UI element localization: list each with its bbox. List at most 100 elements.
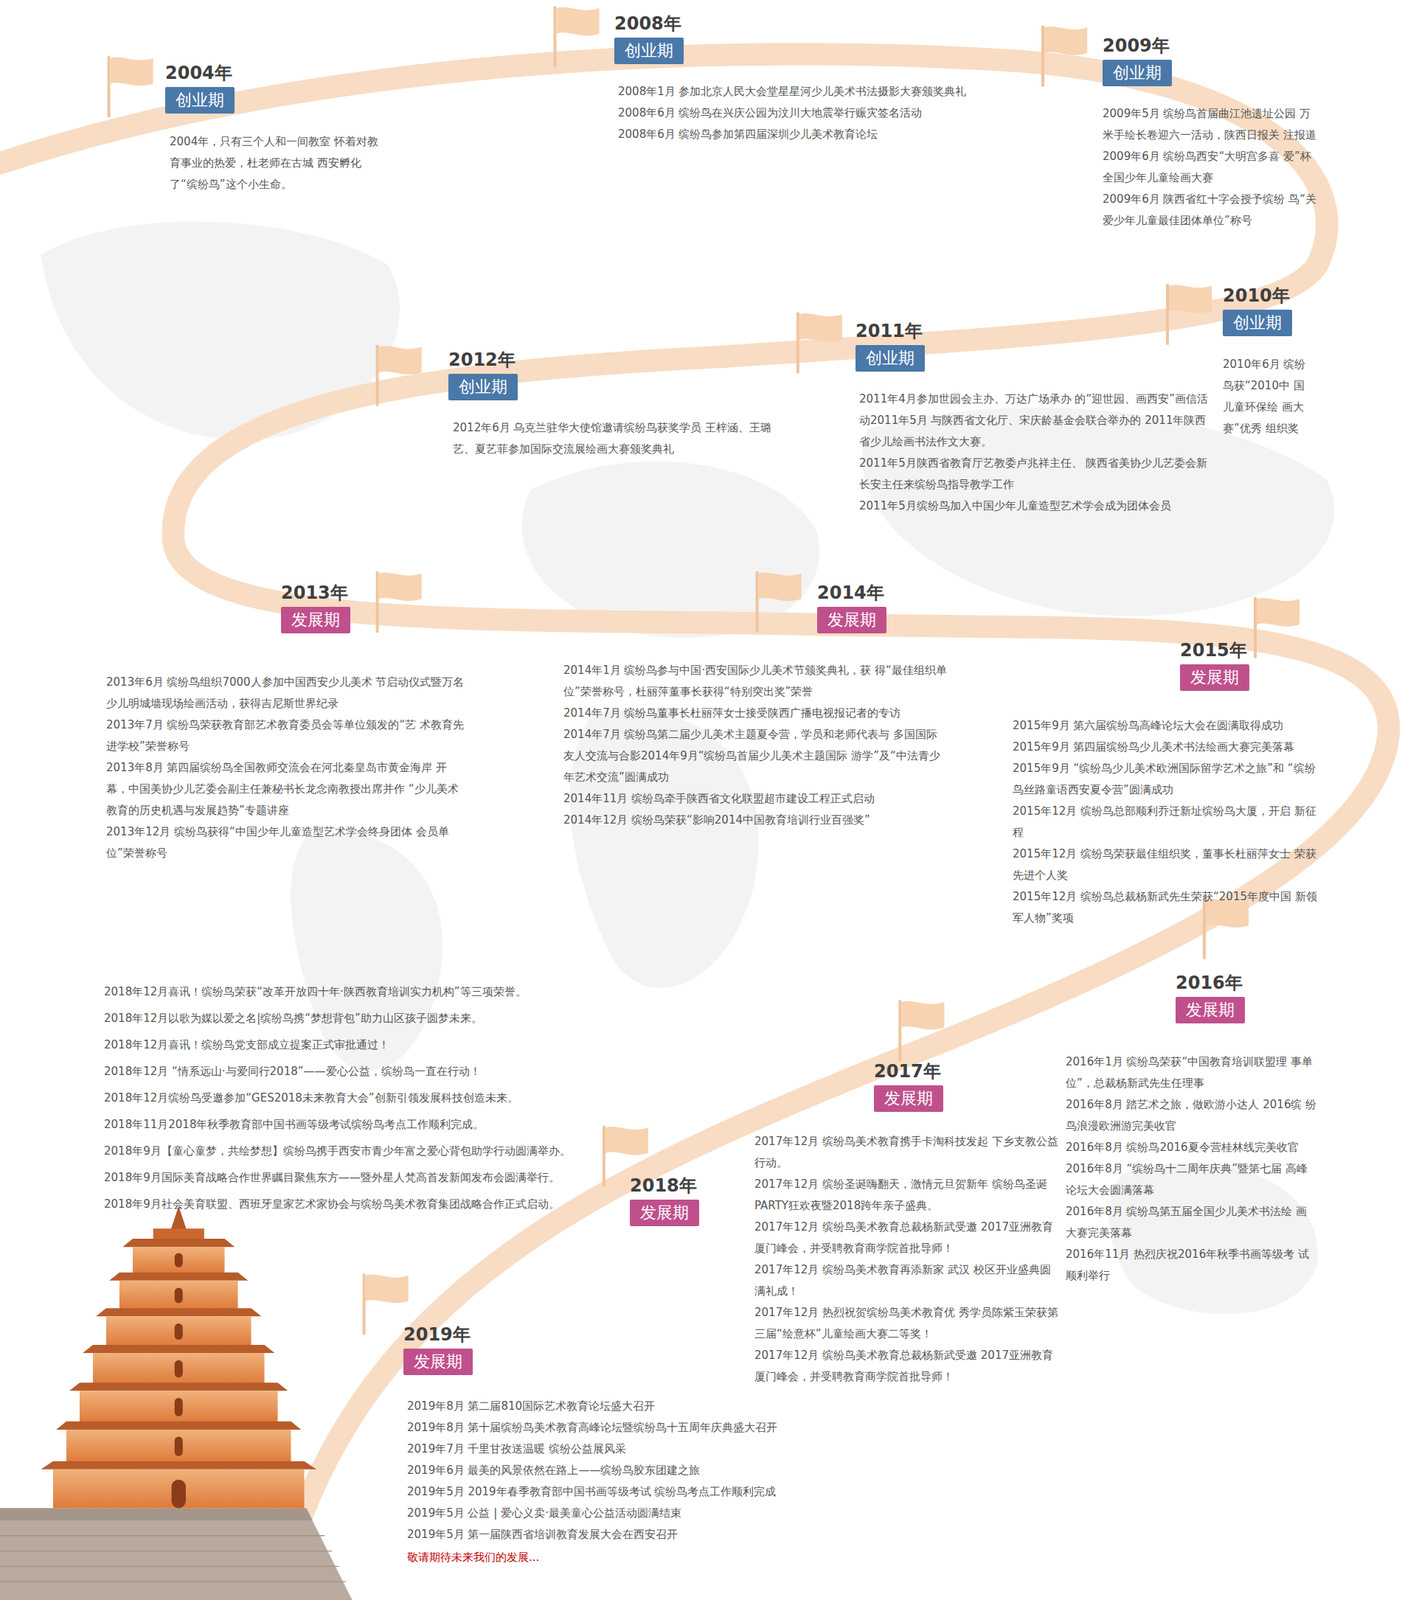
event-text: 2019年8月 第二届810国际艺术教育论坛盛大召开 [407,1396,835,1418]
phase-badge: 发展期 [629,1199,700,1227]
year-heading: 2009年 [1102,34,1172,57]
milestone-heading: 2008年创业期 [614,12,684,65]
phase-badge: 创业期 [614,37,684,65]
event-list: 2018年12月喜讯！缤纷鸟荣获“改革开放四十年·陕西教育培训实力机构”等三项荣… [103,978,621,1218]
event-list: 2004年，只有三个人和一间教室 怀着对教育事业的热爱，杜老师在古城 西安孵化了… [169,131,385,196]
year-heading: 2008年 [614,12,684,35]
milestone-heading: 2018年发展期 [629,1174,700,1227]
event-text: 2017年12月 缤纷鸟美术教育总裁杨新武受邀 2017亚洲教育厦门峰会，并受聘… [754,1345,1062,1388]
milestone-heading: 2009年创业期 [1102,34,1172,87]
milestone-heading: 2017年发展期 [873,1060,944,1113]
milestone-node: 2017年发展期 2017年12月 缤纷鸟美术教育携手卡淘科技发起 下乡支教公益行… [754,1060,1062,1388]
event-text: 2015年12月 缤纷鸟总部顺利乔迁新址缤纷鸟大厦，开启 新征程 [1012,800,1321,844]
year-heading: 2004年 [165,61,235,85]
event-text: 2014年11月 缤纷鸟牵手陕西省文化联盟超市建设工程正式启动 [563,788,947,810]
milestone-heading: 2012年创业期 [448,348,518,401]
milestone-node: 2008年创业期 2008年1月 参加北京人民大会堂星星河少儿美术书法摄影大赛颁奖… [614,12,1039,146]
phase-badge: 发展期 [817,606,887,634]
event-list: 2013年6月 缤纷鸟组织7000人参加中国西安少儿美术 节启动仪式暨万名少儿明… [106,671,468,865]
event-text: 2017年12月 缤纷鸟美术教育总裁杨新武受邀 2017亚洲教育厦门峰会，并受聘… [754,1216,1062,1260]
event-text: 2019年5月 2019年春季教育部中国书画等级考试 缤纷鸟考点工作顺利完成 [407,1481,835,1504]
event-text: 2017年12月 热烈祝贺缤纷鸟美术教育优 秀学员陈紫玉荣获第三届“绘意杯”儿童… [754,1302,1062,1346]
event-text: 2014年12月 缤纷鸟荣获“影响2014中国教育培训行业百强奖” [563,809,947,832]
year-heading: 2017年 [873,1060,944,1083]
event-list: 2011年4月参加世园会主办、万达广场承办 的“迎世园、画西安”画信活动2011… [859,388,1214,517]
milestone-node: 2019年发展期 2019年8月 第二届810国际艺术教育论坛盛大召开2019年8… [403,1323,835,1546]
event-text: 2009年5月 缤纷鸟首届曲江池遗址公园 万米手绘长卷迎六一活动，陕西日报关 注… [1102,103,1320,147]
event-text: 2014年7月 缤纷鸟董事长杜丽萍女士接受陕西广播电视报记者的专访 [563,702,947,725]
event-list: 2009年5月 缤纷鸟首届曲江池遗址公园 万米手绘长卷迎六一活动，陕西日报关 注… [1102,103,1320,232]
event-text: 2014年7月 缤纷鸟第二届少儿美术主题夏令营，学员和老师代表与 多国国际友人交… [563,724,947,789]
event-text: 2016年8月 “缤纷鸟十二周年庆典”暨第七届 高峰论坛大会圆满落幕 [1065,1158,1318,1202]
event-text: 2019年5月 第一届陕西省培训教育发展大会在西安召开 [407,1524,835,1546]
event-list: 2012年6月 乌克兰驻华大使馆邀请缤纷鸟获奖学员 王梓涵、王璐艺、夏艺菲参加国… [452,417,785,461]
event-text: 2013年8月 第四届缤纷鸟全国教师交流会在河北秦皇岛市黄金海岸 开幕，中国美协… [106,757,468,822]
event-text: 2018年12月 “情系远山·与爱同行2018”——爱心公益，缤纷鸟一直在行动！ [103,1058,621,1085]
milestone-heading: 2016年发展期 [1175,972,1245,1024]
event-text: 2019年5月 公益 | 爱心义卖·最美童心公益活动圆满结束 [407,1503,835,1525]
milestone-node: 2011年创业期 2011年4月参加世园会主办、万达广场承办 的“迎世园、画西安”… [855,320,1214,517]
event-text: 2015年9月 “缤纷鸟少儿美术欧洲国际留学艺术之旅”和 “缤纷鸟丝路童语西安夏… [1012,758,1321,801]
phase-badge: 创业期 [1102,59,1172,87]
event-text: 2013年7月 缤纷鸟荣获教育部艺术教育委员会等单位颁发的“艺 术教育先进学校”… [106,714,468,758]
event-text: 2008年6月 缤纷鸟在兴庆公园为汶川大地震举行赈灾签名活动 [618,102,1039,124]
milestone-node: 2014年发展期 2014年1月 缤纷鸟参与中国·西安国际少儿美术节颁奖典礼，获 … [563,581,947,832]
phase-badge: 创业期 [165,87,235,114]
event-text: 2011年5月缤纷鸟加入中国少年儿童造型艺术学会成为团体会员 [859,495,1214,517]
milestone-heading: 2013年发展期 [280,581,351,634]
year-heading: 2014年 [817,581,887,605]
phase-badge: 发展期 [280,606,351,634]
milestone-heading: 2019年发展期 [403,1323,473,1376]
event-list: 2010年6月 缤纷 鸟获“2010中 国儿童环保绘 画大赛”优秀 组织奖 [1222,354,1312,440]
milestone-node: 2009年创业期 2009年5月 缤纷鸟首届曲江池遗址公园 万米手绘长卷迎六一活动… [1102,34,1320,232]
event-text: 2008年1月 参加北京人民大会堂星星河少儿美术书法摄影大赛颁奖典礼 [618,81,1039,103]
event-text: 2012年6月 乌克兰驻华大使馆邀请缤纷鸟获奖学员 王梓涵、王璐艺、夏艺菲参加国… [452,417,785,461]
milestone-heading: 2015年发展期 [1180,639,1250,692]
milestone-node: 2010年创业期 2010年6月 缤纷 鸟获“2010中 国儿童环保绘 画大赛”优… [1222,284,1312,440]
phase-badge: 发展期 [1180,664,1250,692]
pagoda [0,1206,353,1600]
year-heading: 2010年 [1222,284,1293,307]
event-text: 2018年12月喜讯！缤纷鸟荣获“改革开放四十年·陕西教育培训实力机构”等三项荣… [103,978,621,1006]
event-text: 2018年9月【童心童梦，共绘梦想】缤纷鸟携手西安市青少年富之爱心背包助学行动圆… [103,1137,621,1165]
year-heading: 2012年 [448,348,518,371]
closing-note: 敬请期待未来我们的发展... [407,1547,540,1569]
event-text: 2013年6月 缤纷鸟组织7000人参加中国西安少儿美术 节启动仪式暨万名少儿明… [106,671,468,715]
event-text: 2014年1月 缤纷鸟参与中国·西安国际少儿美术节颁奖典礼，获 得“最佳组织单位… [563,660,947,703]
event-text: 2016年8月 缤纷鸟2016夏令营桂林线完美收官 [1065,1137,1318,1159]
milestone-heading: 2011年创业期 [855,320,925,372]
phase-badge: 发展期 [403,1348,473,1376]
event-text: 2004年，只有三个人和一间教室 怀着对教育事业的热爱，杜老师在古城 西安孵化了… [169,131,385,196]
event-text: 2019年7月 千里甘孜送温暖 缤纷公益展风采 [407,1438,835,1461]
event-text: 2016年1月 缤纷鸟荣获“中国教育培训联盟理 事单位”，总裁杨新武先生任理事 [1065,1051,1318,1095]
event-text: 2015年12月 缤纷鸟荣获最佳组织奖，董事长杜丽萍女士 荣获先进个人奖 [1012,843,1321,887]
year-heading: 2011年 [855,320,925,343]
milestone-heading: 2014年发展期 [817,581,887,634]
year-heading: 2013年 [280,581,351,605]
event-text: 2017年12月 缤纷圣诞嗨翻天，激情元旦贺新年 缤纷鸟圣诞PARTY狂欢夜暨2… [754,1174,1062,1217]
phase-badge: 创业期 [1222,309,1293,337]
event-list: 2014年1月 缤纷鸟参与中国·西安国际少儿美术节颁奖典礼，获 得“最佳组织单位… [563,660,947,832]
event-list: 2008年1月 参加北京人民大会堂星星河少儿美术书法摄影大赛颁奖典礼2008年6… [618,81,1039,146]
phase-badge: 创业期 [448,373,518,401]
milestone-node: 2015年发展期2015年9月 第六届缤纷鸟高峰论坛大会在圆满取得成功2015年… [1012,639,1321,930]
event-text: 2008年6月 缤纷鸟参加第四届深圳少儿美术教育论坛 [618,123,1039,146]
event-text: 2011年4月参加世园会主办、万达广场承办 的“迎世园、画西安”画信活动2011… [859,388,1214,453]
event-list: 2016年1月 缤纷鸟荣获“中国教育培训联盟理 事单位”，总裁杨新武先生任理事 2… [1065,1051,1318,1287]
event-text: 2018年9月国际美育战略合作世界瞩目聚焦东方——暨外星人梵高首发新闻发布会圆满… [103,1164,621,1192]
milestone-node: 2018年发展期 2018年12月喜讯！缤纷鸟荣获“改革开放四十年·陕西教育培训实… [103,978,700,1227]
event-text: 2015年9月 第四届缤纷鸟少儿美术书法绘画大赛完美落幕 [1012,736,1321,759]
event-list: 2017年12月 缤纷鸟美术教育携手卡淘科技发起 下乡支教公益行动。2017年1… [754,1131,1062,1388]
event-text: 2018年11月2018年秋季教育部中国书画等级考试缤纷鸟考点工作顺利完成。 [103,1111,621,1138]
event-text: 2018年9月社会美育联盟、西班牙皇家艺术家协会与缤纷鸟美术教育集团战略合作正式… [103,1191,621,1218]
event-text: 2011年5月陕西省教育厅艺教委卢兆祥主任、 陕西省美协少儿艺委会新长安主任来缤… [859,452,1214,496]
event-text: 2018年12月缤纷鸟受邀参加“GES2018未来教育大会”创新引领发展科技创造… [103,1084,621,1112]
phase-badge: 发展期 [1175,997,1245,1024]
phase-badge: 发展期 [873,1085,944,1113]
event-text: 2017年12月 缤纷鸟美术教育携手卡淘科技发起 下乡支教公益行动。 [754,1131,1062,1175]
event-list: 2019年8月 第二届810国际艺术教育论坛盛大召开2019年8月 第十届缤纷鸟… [407,1396,835,1546]
event-text: 2010年6月 缤纷 鸟获“2010中 国儿童环保绘 画大赛”优秀 组织奖 [1222,354,1312,440]
road-path [0,53,1389,1532]
event-text: 2015年12月 缤纷鸟总裁杨新武先生荣获“2015年度中国 新领军人物”奖项 [1012,886,1321,930]
event-text: 2009年6月 陕西省红十字会授予缤纷 鸟“关爱少年儿童最佳团体单位”称号 [1102,188,1320,232]
